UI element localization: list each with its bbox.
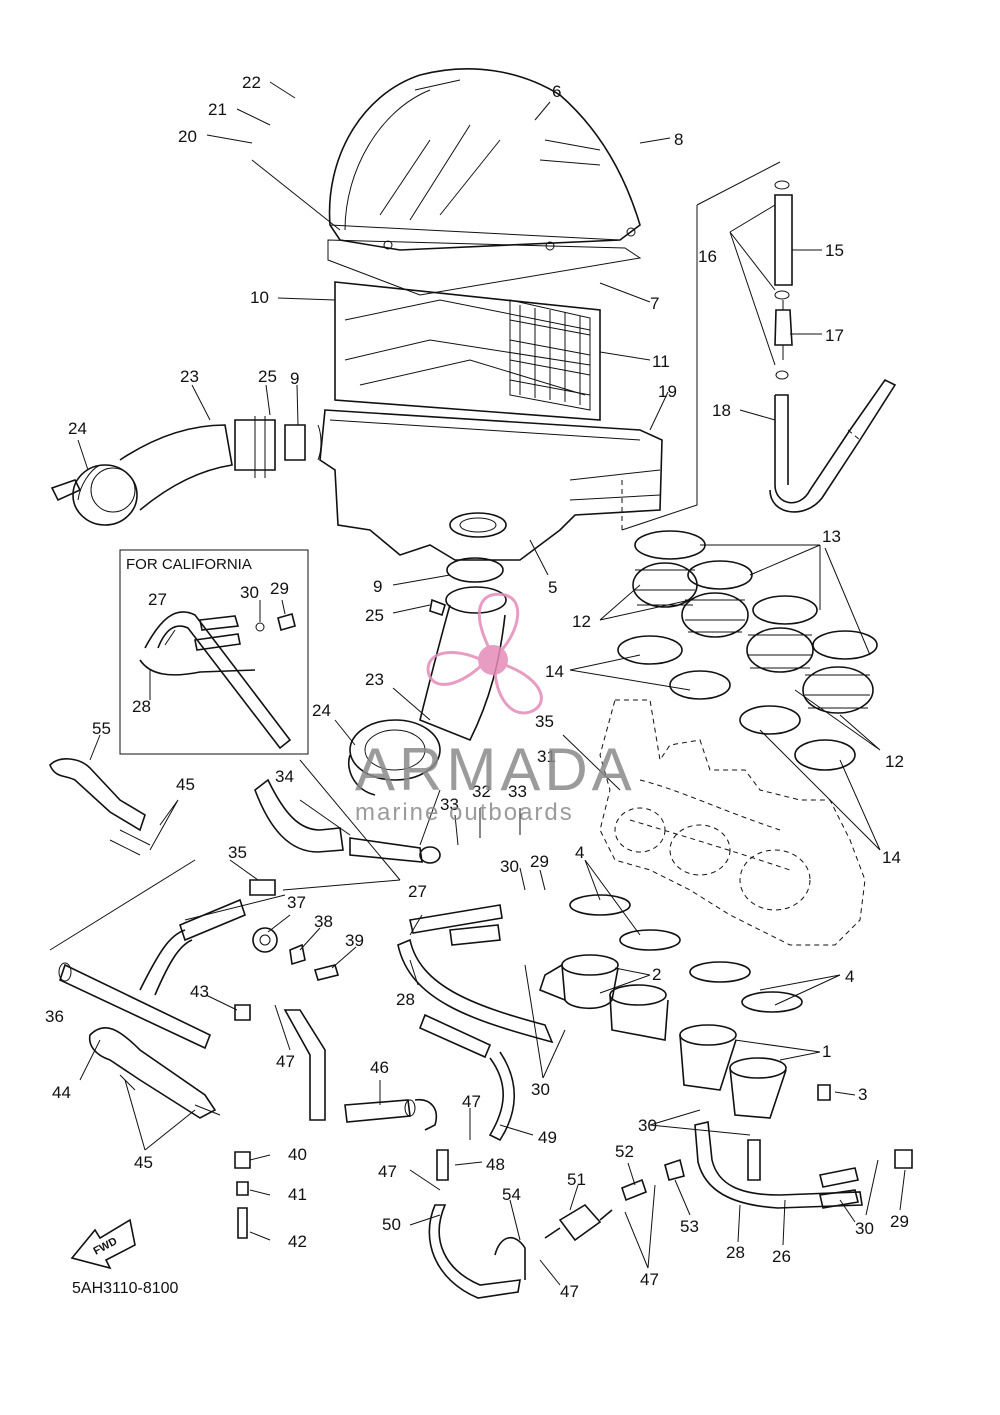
callout-c14a: 14	[545, 662, 564, 681]
propeller-logo	[426, 592, 543, 715]
inset-title: FOR CALIFORNIA	[126, 556, 252, 573]
callout-c12b: 12	[885, 752, 904, 771]
callout-c35b: 35	[228, 843, 247, 862]
callout-c19: 19	[658, 382, 677, 401]
armada-watermark: ARMADA marine outboards	[355, 592, 636, 826]
callout-c13: 13	[822, 527, 841, 546]
callout-c3: 3	[858, 1085, 867, 1104]
callout-c8: 8	[674, 130, 683, 149]
callout-c1: 1	[822, 1042, 831, 1061]
callout-c33a: 33	[440, 795, 459, 814]
callout-c28c: 28	[726, 1243, 745, 1262]
callout-c47a: 47	[276, 1052, 295, 1071]
callout-c41: 41	[288, 1185, 307, 1204]
callout-c44: 44	[52, 1083, 71, 1102]
callout-c32: 32	[472, 782, 491, 801]
callout-c37: 37	[287, 893, 306, 912]
callout-c24b: 24	[312, 701, 331, 720]
callout-c14b: 14	[882, 848, 901, 867]
callout-c42: 42	[288, 1232, 307, 1251]
callout-c16: 16	[698, 247, 717, 266]
callout-c47b: 47	[462, 1092, 481, 1111]
callout-c53: 53	[680, 1217, 699, 1236]
callout-c2: 2	[652, 965, 661, 984]
callout-c50: 50	[382, 1215, 401, 1234]
callout-c45a: 45	[176, 775, 195, 794]
callout-c35a: 35	[535, 712, 554, 731]
air-filter-element	[334, 281, 601, 421]
callout-c30b: 30	[500, 857, 519, 876]
callout-c36: 36	[45, 1007, 64, 1026]
callout-c10: 10	[250, 288, 269, 307]
callout-c47e: 47	[640, 1270, 659, 1289]
callout-c30a: 30	[240, 583, 259, 602]
callout-c31: 31	[537, 747, 556, 766]
intake-duct-upper	[50, 416, 322, 526]
cover-gasket	[327, 239, 642, 296]
callout-c52: 52	[615, 1142, 634, 1161]
callout-c47c: 47	[378, 1162, 397, 1181]
callout-c28a: 28	[132, 697, 151, 716]
callout-c18: 18	[712, 401, 731, 420]
callout-c30d: 30	[638, 1116, 657, 1135]
callout-c5: 5	[548, 578, 557, 597]
callout-c29a: 29	[270, 579, 289, 598]
breather-assembly	[621, 161, 897, 531]
callout-c30e: 30	[855, 1219, 874, 1238]
callout-c46: 46	[370, 1058, 389, 1077]
callout-c27a: 27	[148, 590, 167, 609]
carb-boots-and-clamps	[617, 530, 878, 771]
leader-lines	[49, 81, 906, 1286]
callout-c49: 49	[538, 1128, 557, 1147]
callout-c26: 26	[772, 1247, 791, 1266]
callout-c30c: 30	[531, 1080, 550, 1099]
callout-c4b: 4	[845, 967, 854, 986]
callout-c40: 40	[288, 1145, 307, 1164]
callout-c33b: 33	[508, 782, 527, 801]
callout-c27b: 27	[408, 882, 427, 901]
callout-c15: 15	[825, 241, 844, 260]
callout-c11: 11	[652, 352, 670, 371]
callout-c17: 17	[825, 326, 844, 345]
catalog-code: 5AH3110-8100	[72, 1280, 179, 1297]
callout-c54: 54	[502, 1185, 521, 1204]
callout-c21: 21	[208, 100, 227, 119]
callout-c4a: 4	[575, 843, 584, 862]
callout-c29c: 29	[890, 1212, 909, 1231]
callout-c12a: 12	[572, 612, 591, 631]
callout-c39: 39	[345, 931, 364, 950]
fuel-filter-pump	[544, 1158, 685, 1242]
callout-c25a: 25	[258, 367, 277, 386]
callout-c55: 55	[92, 719, 111, 738]
callout-c28b: 28	[396, 990, 415, 1009]
callout-c23a: 23	[180, 367, 199, 386]
callout-labels: 1234456789910111212131414151617181920212…	[45, 73, 909, 1301]
callout-c38: 38	[314, 912, 333, 931]
coolant-hoses-lower	[49, 758, 441, 1119]
callout-c48: 48	[486, 1155, 505, 1174]
watermark-brand: ARMADA	[355, 736, 636, 803]
callout-c24a: 24	[68, 419, 87, 438]
callout-c45b: 45	[134, 1153, 153, 1172]
right-vacuum-hoses	[694, 1121, 913, 1209]
callout-c20: 20	[178, 127, 197, 146]
callout-c25b: 25	[365, 606, 384, 625]
callout-c47d: 47	[560, 1282, 579, 1301]
callout-c9b: 9	[373, 577, 382, 596]
callout-c29b: 29	[530, 852, 549, 871]
watermark-tagline: marine outboards	[355, 799, 574, 826]
fasteners-cluster	[234, 927, 340, 1239]
callout-c9a: 9	[290, 369, 299, 388]
callout-c7: 7	[650, 294, 659, 313]
callout-c22: 22	[242, 73, 261, 92]
carburetor-bank-outline	[599, 699, 866, 946]
carb-joints	[539, 894, 831, 1119]
california-inset	[119, 549, 309, 755]
callout-c6: 6	[552, 82, 561, 101]
callout-c51: 51	[567, 1170, 586, 1189]
callout-c23b: 23	[365, 670, 384, 689]
callout-c43: 43	[190, 982, 209, 1001]
callout-c34: 34	[275, 767, 294, 786]
